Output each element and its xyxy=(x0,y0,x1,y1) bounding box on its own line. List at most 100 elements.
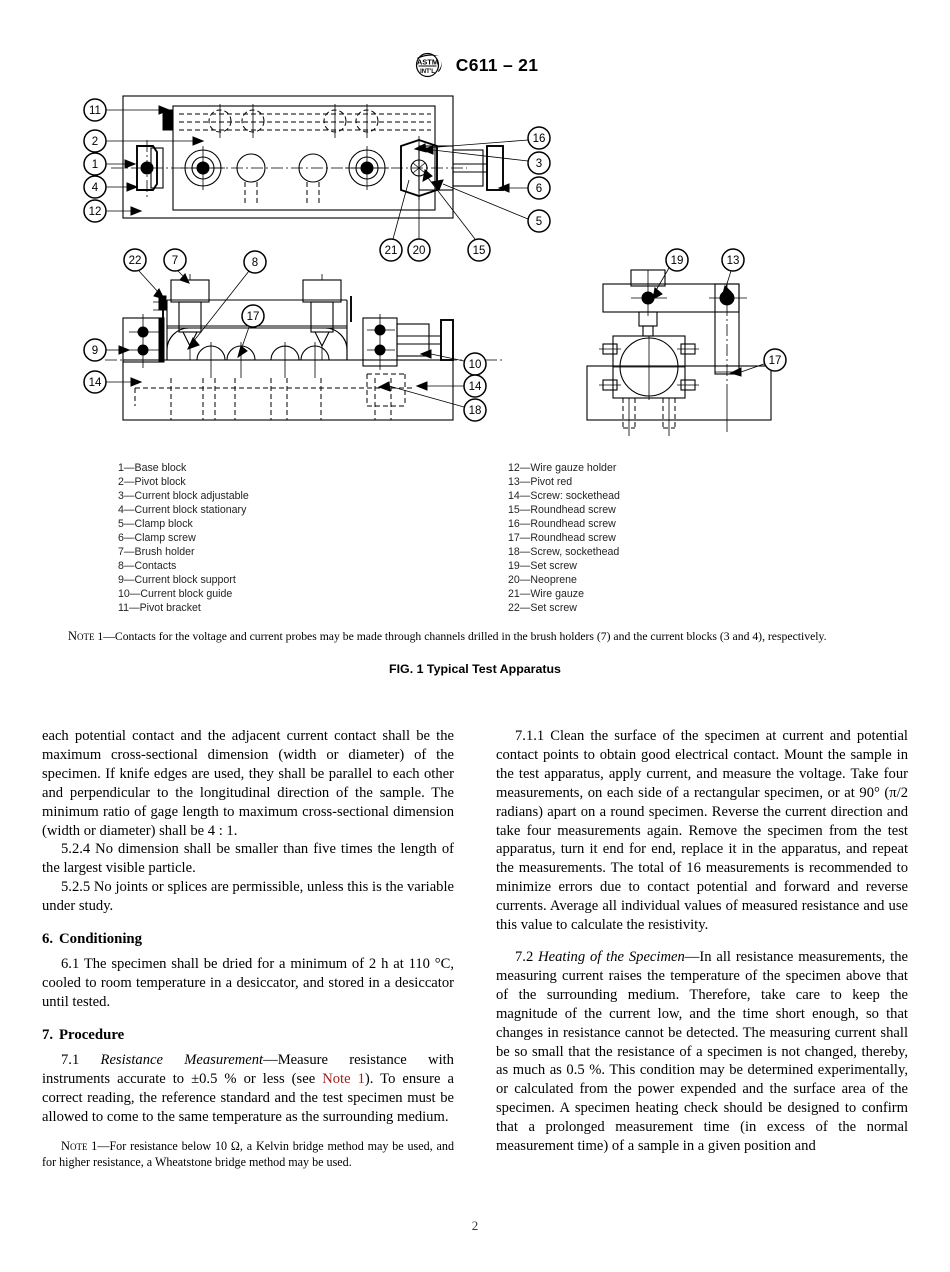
callout-14-right: 14 xyxy=(415,374,487,398)
heading-title: Procedure xyxy=(59,1026,125,1043)
svg-text:4: 4 xyxy=(92,182,99,194)
paragraph-5-2-5: 5.2.5 No joints or splices are permissib… xyxy=(42,879,454,915)
paragraph-5-2-4: 5.2.4 No dimension shall be smaller than… xyxy=(42,841,454,877)
svg-text:11: 11 xyxy=(89,105,101,117)
note-label: Note xyxy=(68,629,95,643)
legend-label: Neoprene xyxy=(530,574,577,586)
legend-item: 17—Roundhead screw xyxy=(508,532,616,544)
legend-item: 20—Neoprene xyxy=(508,574,577,586)
legend-label: Pivot bracket xyxy=(139,602,201,614)
clause-text-a: —Measure resistance with instruments acc… xyxy=(42,1051,454,1087)
legend-number: 14 xyxy=(508,490,520,502)
legend-label: Contacts xyxy=(134,560,177,572)
callout-group-end: 19 13 17 xyxy=(652,248,787,377)
callout-4: 4 xyxy=(83,175,139,199)
legend-number: 4 xyxy=(118,504,124,516)
clause-title: Heating of the Specimen xyxy=(538,948,685,965)
body-content: each potential contact and the adjacent … xyxy=(42,727,908,1217)
legend-label: Roundhead screw xyxy=(530,532,616,544)
column-left: each potential contact and the adjacent … xyxy=(42,727,454,1170)
heading-procedure: 7. Procedure xyxy=(42,1027,454,1044)
legend-label: Set screw xyxy=(530,602,577,614)
legend-column-right: 12—Wire gauze holder 13—Pivot red 14—Scr… xyxy=(508,461,838,615)
legend-number: 21 xyxy=(508,588,520,600)
note-1-link[interactable]: Note 1 xyxy=(322,1070,365,1087)
svg-text:13: 13 xyxy=(727,255,740,267)
legend-number: 19 xyxy=(508,560,520,572)
callout-1: 1 xyxy=(83,152,137,176)
svg-text:10: 10 xyxy=(469,359,482,371)
legend-item: 5—Clamp block xyxy=(118,518,193,530)
callout-11: 11 xyxy=(83,98,171,122)
callout-3: 3 xyxy=(421,145,551,175)
legend-number: 16 xyxy=(508,518,520,530)
svg-text:16: 16 xyxy=(533,133,546,145)
paragraph-6-1: 6.1 The specimen shall be dried for a mi… xyxy=(42,956,454,1010)
paragraph-7-2: 7.2 Heating of the Specimen—In all resis… xyxy=(496,948,908,1156)
note-1-left: Note 1—For resistance below 10 Ω, a Kelv… xyxy=(42,1139,454,1169)
svg-text:ASTM: ASTM xyxy=(417,58,438,67)
legend-number: 1 xyxy=(118,462,124,474)
legend-item: 8—Contacts xyxy=(118,560,177,572)
legend-number: 6 xyxy=(118,532,124,544)
legend-number: 13 xyxy=(508,476,520,488)
svg-text:17: 17 xyxy=(247,311,260,323)
figure-legend: 1—Base block 2—Pivot block 3—Current blo… xyxy=(0,461,950,615)
clause-text-b: ). To ensure a correct reading, the refe… xyxy=(42,1070,454,1125)
legend-number: 7 xyxy=(118,546,124,558)
heading-title: Conditioning xyxy=(59,931,143,948)
callout-21: 21 xyxy=(379,179,410,262)
svg-text:17: 17 xyxy=(769,355,782,367)
legend-column-left: 1—Base block 2—Pivot block 3—Current blo… xyxy=(118,461,448,615)
note-number-value: 1 xyxy=(97,630,104,643)
legend-label: Roundhead screw xyxy=(530,518,616,530)
legend-label: Screw, sockethead xyxy=(530,546,620,558)
svg-text:14: 14 xyxy=(89,377,102,389)
legend-number: 5 xyxy=(118,518,124,530)
legend-item: 22—Set screw xyxy=(508,602,577,614)
callout-6: 6 xyxy=(497,176,551,200)
top-view xyxy=(111,95,504,219)
end-view xyxy=(586,269,772,436)
legend-number: 17 xyxy=(508,532,520,544)
page-number: 2 xyxy=(471,1218,479,1233)
legend-number: 10 xyxy=(118,588,130,600)
legend-label: Current block adjustable xyxy=(134,490,249,502)
callout-9: 9 xyxy=(83,338,131,362)
legend-item: 6—Clamp screw xyxy=(118,532,196,544)
legend-item: 14—Screw: sockethead xyxy=(508,490,620,502)
standard-designation: C611 – 21 xyxy=(455,54,539,75)
svg-text:1: 1 xyxy=(92,159,98,171)
heading-number: 7. xyxy=(42,1026,54,1043)
legend-label: Set screw xyxy=(530,560,577,572)
svg-text:7: 7 xyxy=(172,255,178,267)
legend-item: 16—Roundhead screw xyxy=(508,518,616,530)
svg-text:15: 15 xyxy=(473,245,486,257)
legend-label: Roundhead screw xyxy=(530,504,616,516)
legend-item: 9—Current block support xyxy=(118,574,236,586)
svg-text:8: 8 xyxy=(252,257,258,269)
svg-text:5: 5 xyxy=(536,216,542,228)
legend-number: 22 xyxy=(508,602,520,614)
svg-text:9: 9 xyxy=(92,345,98,357)
clause-number: 7.1 xyxy=(61,1051,80,1068)
figure-caption: FIG. 1 Typical Test Apparatus xyxy=(389,662,561,676)
legend-label: Wire gauze holder xyxy=(530,462,617,474)
paragraph-7-1-1: 7.1.1 Clean the surface of the specimen … xyxy=(496,728,908,934)
legend-item: 11—Pivot bracket xyxy=(118,602,201,614)
column-right: 7.1.1 Clean the surface of the specimen … xyxy=(496,727,908,1170)
svg-text:12: 12 xyxy=(89,206,102,218)
legend-item: 19—Set screw xyxy=(508,560,577,572)
legend-label: Screw: sockethead xyxy=(530,490,620,502)
side-view xyxy=(105,274,505,421)
callout-20: 20 xyxy=(407,180,431,262)
legend-label: Base block xyxy=(134,462,187,474)
callout-8: 8 xyxy=(187,250,267,350)
legend-item: 21—Wire gauze xyxy=(508,588,584,600)
heading-conditioning: 6.Conditioning xyxy=(42,931,454,948)
legend-number: 3 xyxy=(118,490,124,502)
note-number: 1 xyxy=(91,1139,98,1154)
legend-label: Clamp block xyxy=(134,518,193,530)
paragraph-continued: each potential contact and the adjacent … xyxy=(42,728,454,839)
